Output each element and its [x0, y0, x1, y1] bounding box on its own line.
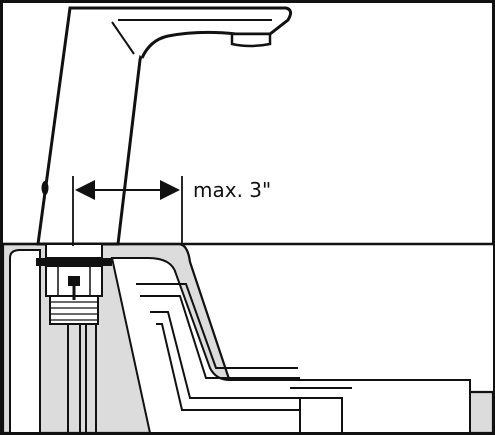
dimension-annotation: max. 3": [72, 176, 271, 246]
dimension-label: max. 3": [193, 178, 271, 202]
screw-head: [68, 276, 80, 286]
sensor-window-icon: [41, 181, 49, 195]
mounting-hardware: [36, 243, 112, 433]
aerator: [230, 32, 272, 48]
countertop-section: [1, 242, 495, 435]
mounting-washer: [36, 258, 112, 266]
arrowhead-left-icon: [75, 180, 95, 200]
drain-block: [299, 397, 343, 434]
left-cavity: [9, 249, 41, 434]
arrowhead-right-icon: [160, 180, 180, 200]
basin-inner-channel: [110, 257, 471, 434]
faucet: [36, 6, 293, 246]
